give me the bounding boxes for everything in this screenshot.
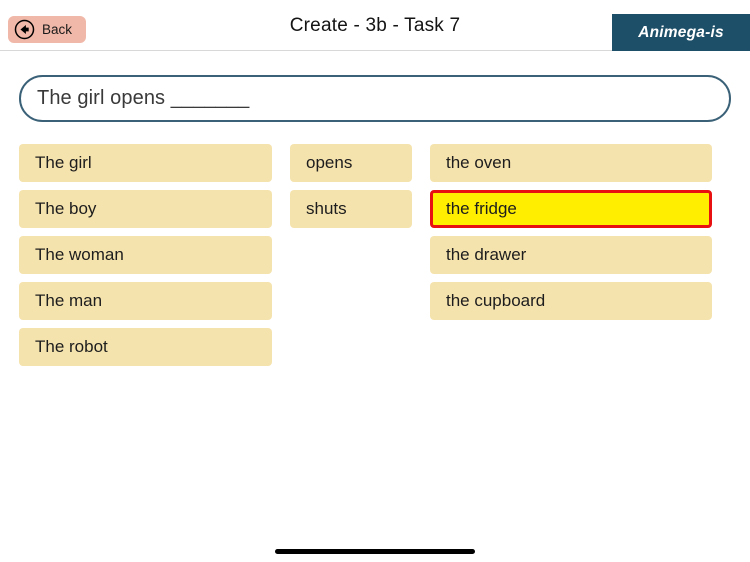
tile-label: The robot — [35, 337, 108, 356]
tile-subject-3[interactable]: The man — [19, 282, 272, 320]
subject-column: The girl The boy The woman The man The r… — [19, 144, 272, 374]
tile-object-3[interactable]: the cupboard — [430, 282, 712, 320]
tile-label: opens — [306, 153, 353, 172]
tile-subject-4[interactable]: The robot — [19, 328, 272, 366]
tile-label: The boy — [35, 199, 97, 218]
tile-verb-1[interactable]: shuts — [290, 190, 412, 228]
object-column: the oven the fridge the drawer the cupbo… — [430, 144, 712, 328]
back-button[interactable]: Back — [8, 16, 87, 43]
tile-verb-0[interactable]: opens — [290, 144, 412, 182]
back-button-label: Back — [42, 22, 73, 37]
sentence-area: The girl opens _______ — [0, 51, 750, 122]
tile-subject-1[interactable]: The boy — [19, 190, 272, 228]
tile-label: the drawer — [446, 245, 527, 264]
tile-label: The man — [35, 291, 103, 310]
brand-badge: Animega-is — [612, 14, 750, 51]
sentence-text: The girl opens _______ — [37, 87, 250, 109]
sentence-input[interactable]: The girl opens _______ — [19, 75, 731, 122]
tile-object-2[interactable]: the drawer — [430, 236, 712, 274]
tile-label: The girl — [35, 153, 92, 172]
tile-label: the cupboard — [446, 291, 546, 310]
tile-label: the oven — [446, 153, 512, 172]
tile-label: the fridge — [446, 199, 517, 218]
tile-subject-2[interactable]: The woman — [19, 236, 272, 274]
tile-object-0[interactable]: the oven — [430, 144, 712, 182]
home-indicator — [275, 549, 475, 554]
tile-object-1[interactable]: the fridge — [430, 190, 712, 228]
verb-column: opens shuts — [290, 144, 412, 236]
word-tile-columns: The girl The boy The woman The man The r… — [0, 122, 750, 374]
tile-subject-0[interactable]: The girl — [19, 144, 272, 182]
app-header: Back Create - 3b - Task 7 Animega-is — [0, 0, 750, 51]
page-title: Create - 3b - Task 7 — [289, 15, 461, 36]
tile-label: The woman — [35, 245, 124, 264]
tile-label: shuts — [306, 199, 347, 218]
back-arrow-circle-icon — [14, 19, 35, 40]
